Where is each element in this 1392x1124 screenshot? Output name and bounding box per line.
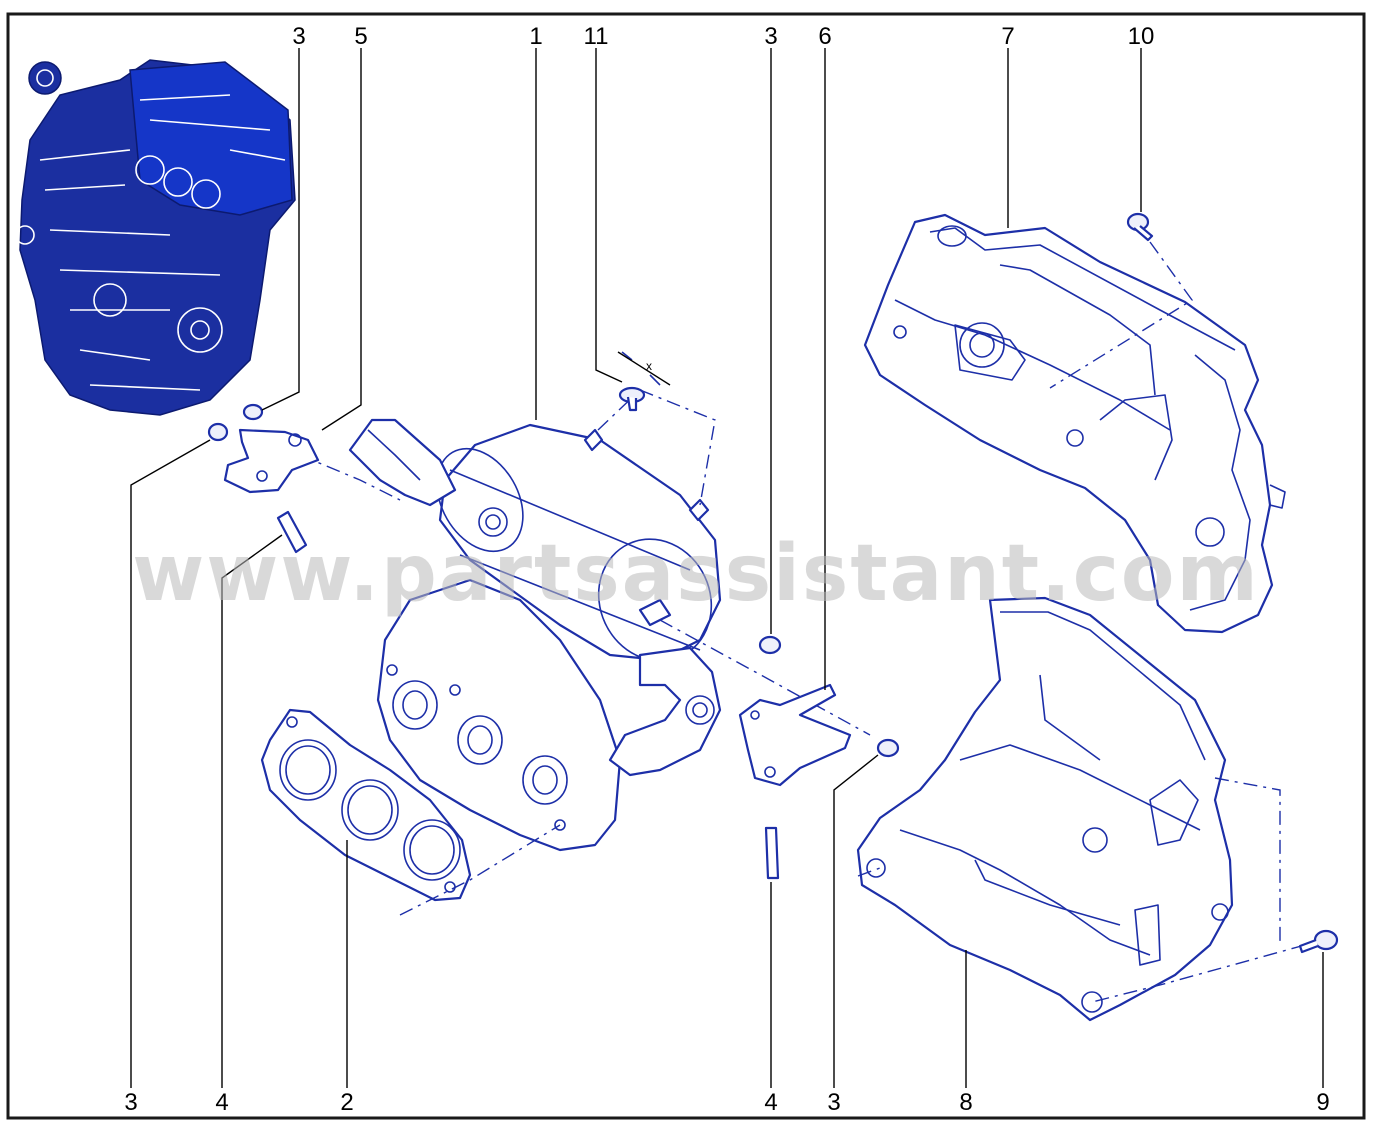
callout-4-bottom-mid: 4 [764, 1089, 777, 1116]
bolt-part-10 [1126, 212, 1154, 242]
callout-3-top-mid: 3 [764, 23, 777, 50]
nut-part-3-lower-left [207, 422, 229, 442]
callout-2-bottom: 2 [340, 1089, 353, 1116]
callout-3-bottom-left: 3 [124, 1089, 137, 1116]
leader-4-bottom-left [221, 534, 283, 1088]
dimension-label-x: x [646, 359, 652, 373]
axis-line-part-2 [399, 824, 561, 916]
leader-3-bottom-left [130, 439, 211, 1088]
callout-3-bottom-mid: 3 [827, 1089, 840, 1116]
leader-3-bottom-mid [833, 754, 879, 1088]
nut-part-3-upper-left [242, 403, 264, 421]
upper-heat-shield [863, 213, 1286, 634]
stud-part-4-left [276, 510, 308, 554]
axis-line-part-10 [1049, 241, 1194, 389]
engine-locator-thumbnail [15, 59, 296, 416]
callout-3-top-left: 3 [292, 23, 305, 50]
axis-line-part-8-b [1091, 944, 1306, 1003]
diagram-frame [6, 12, 1366, 1120]
leader-11-top [595, 48, 623, 383]
nut-part-3-mid-right [876, 738, 900, 758]
leader-3-top-left [261, 48, 300, 411]
callout-5-top: 5 [354, 23, 367, 50]
axis-line-part-1-top [597, 389, 716, 506]
axis-line-part-1-side [659, 619, 871, 736]
callout-4-bottom-left: 4 [215, 1089, 228, 1116]
exhaust-manifold-catalytic-converter [348, 418, 722, 852]
stud-part-4-mid [764, 826, 780, 880]
stud-part-11 [618, 351, 661, 412]
axis-line-part-8-a [1214, 777, 1281, 945]
callout-9-bottom: 9 [1316, 1089, 1329, 1116]
callout-10-top: 10 [1128, 23, 1155, 50]
bracket-part-5 [223, 428, 320, 494]
nut-part-3-mid-top [758, 635, 782, 655]
exhaust-manifold-gasket [260, 708, 472, 902]
callout-1-top: 1 [529, 23, 542, 50]
axis-line-part-1-left [299, 454, 401, 501]
leader-5-top [321, 48, 362, 431]
callout-7-top: 7 [1001, 23, 1014, 50]
callout-8-bottom: 8 [959, 1089, 972, 1116]
dimension-arrow-x [617, 351, 671, 386]
bracket-part-6 [738, 683, 852, 787]
axis-line-part-8-c [857, 867, 881, 877]
callout-11-top: 11 [584, 23, 609, 50]
watermark-text: www.partsassistant.com [132, 529, 1260, 619]
bolt-part-9 [1298, 929, 1339, 954]
lower-heat-shield [856, 596, 1234, 1022]
callout-6-top: 6 [818, 23, 831, 50]
